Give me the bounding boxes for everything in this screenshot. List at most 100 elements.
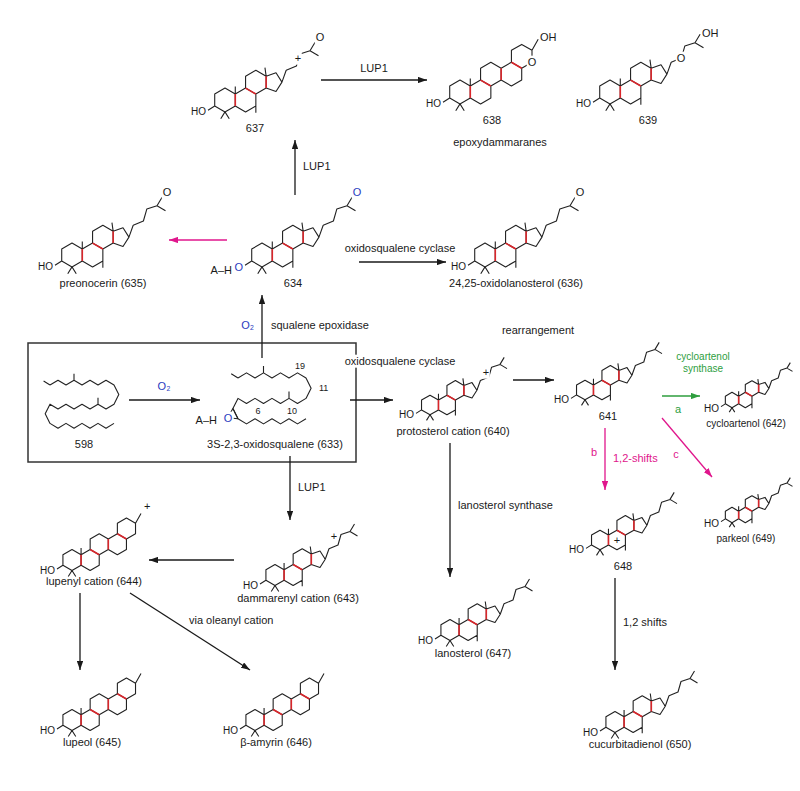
annotation-label: O₂ xyxy=(240,319,255,332)
compound-label: cucurbitadienol (650) xyxy=(589,738,692,751)
structure xyxy=(443,39,538,110)
structure xyxy=(57,514,141,577)
compound-node: 648 xyxy=(569,490,677,578)
annotation-label: + xyxy=(294,52,302,65)
annotation-label: + xyxy=(143,500,151,513)
reaction-arrow xyxy=(261,295,262,358)
reaction-arrow xyxy=(79,593,80,670)
enzyme-label: via oleanyl cation xyxy=(188,614,274,627)
reaction-arrow xyxy=(350,399,393,400)
annotation-label: OH xyxy=(539,31,558,44)
annotation-label: O xyxy=(352,186,363,199)
structure xyxy=(231,366,311,424)
structure xyxy=(721,478,793,527)
compound-label: β-amyrin (646) xyxy=(240,736,312,749)
reaction-arrow xyxy=(604,428,605,490)
enzyme-label: oxidosqualene cyclase xyxy=(344,355,457,368)
compound-label: protosterol cation (640) xyxy=(396,425,509,438)
annotation-label: + xyxy=(613,534,621,547)
enzyme-label: O₂ xyxy=(157,380,172,393)
compound-node: parkeol (649) xyxy=(700,477,792,549)
annotation-label: O xyxy=(575,186,586,199)
annotation-label: 10 xyxy=(286,406,298,416)
compound-node: 634 xyxy=(227,195,359,295)
annotation-label: O xyxy=(527,56,538,69)
reaction-arrow xyxy=(289,456,290,520)
reaction-arrow xyxy=(359,261,446,262)
structure xyxy=(571,342,662,405)
reaction-arrow xyxy=(614,578,615,670)
reaction-arrow xyxy=(449,443,450,577)
structure xyxy=(600,671,698,739)
compound-label: cycloartenol (642) xyxy=(706,418,785,430)
compound-node: 24,25-oxidolanosterol (636) xyxy=(446,195,586,295)
annotation-label: HO xyxy=(450,261,467,273)
annotation-label: a xyxy=(674,403,682,416)
annotation-label: A–H xyxy=(195,414,218,427)
compound-label: dammarenyl cation (643) xyxy=(237,592,359,605)
annotation-label: epoxydammaranes xyxy=(452,136,548,149)
annotation-label: O xyxy=(676,52,687,65)
compound-label: lanosterol (647) xyxy=(435,647,511,660)
annotation-label: HO xyxy=(39,725,56,737)
annotation-label: b xyxy=(590,446,598,459)
compound-node: 598 xyxy=(39,372,129,456)
compound-label: 641 xyxy=(599,410,617,423)
compound-label: parkeol (649) xyxy=(717,533,776,545)
compound-label: 648 xyxy=(614,560,632,573)
compound-node: lanosterol (647) xyxy=(418,577,528,665)
reaction-arrow xyxy=(169,239,227,240)
compound-node: 639 xyxy=(578,30,718,132)
compound-node: β-amyrin (646) xyxy=(221,670,331,754)
compound-label: 24,25-oxidolanosterol (636) xyxy=(449,277,583,290)
enzyme-label: oxidosqualene cyclase xyxy=(344,242,457,255)
enzyme-label: rearrangement xyxy=(501,324,575,337)
compound-node: protosterol cation (640) xyxy=(393,355,513,443)
compound-label: preonocerin (635) xyxy=(60,277,147,290)
compound-label: 3S-2,3-oxidosqualene (633) xyxy=(207,438,343,451)
reaction-arrow xyxy=(321,79,427,80)
annotation-label: 19 xyxy=(294,361,306,371)
annotation-label: HO xyxy=(553,395,570,407)
compound-node: dammarenyl cation (643) xyxy=(234,520,362,610)
compound-node: 641 xyxy=(554,340,662,428)
enzyme-label: LUP1 xyxy=(302,160,332,173)
annotation-label: HO xyxy=(575,98,592,110)
annotation-label: HO xyxy=(703,518,720,530)
annotation-label: HO xyxy=(417,635,434,647)
enzyme-label: LUP1 xyxy=(297,481,327,494)
annotation-label: + xyxy=(330,530,338,543)
annotation-label: HO xyxy=(39,565,56,577)
annotation-label: O xyxy=(315,31,326,44)
compound-label: lupeol (645) xyxy=(63,736,121,749)
compound-node: lupeol (645) xyxy=(37,670,147,754)
compound-node: preonocerin (635) xyxy=(37,195,169,295)
compound-node: 638 xyxy=(427,30,557,132)
annotation-label: O xyxy=(223,412,234,425)
annotation-label: O xyxy=(233,261,244,274)
structure xyxy=(593,34,704,111)
reaction-arrow xyxy=(662,395,700,396)
reaction-arrow xyxy=(294,140,295,195)
annotation-label: 11 xyxy=(318,383,329,393)
structure xyxy=(245,197,356,274)
reaction-arrow xyxy=(130,593,250,670)
annotation-label: HO xyxy=(190,106,207,118)
compound-label: 598 xyxy=(75,438,93,451)
annotation-label: OH xyxy=(701,27,720,40)
structure xyxy=(55,197,166,274)
compound-node: 3S-2,3-oxidosqualene (633) xyxy=(200,358,350,456)
structure xyxy=(57,674,141,737)
enzyme-label: 1,2-shifts xyxy=(612,452,659,465)
annotation-label: c xyxy=(672,448,680,461)
enzyme-label: squalene epoxidase xyxy=(270,319,370,332)
structure xyxy=(208,42,319,119)
annotation-label: HO xyxy=(222,725,239,737)
reaction-arrow xyxy=(662,418,712,477)
highlight-box xyxy=(28,343,356,462)
annotation-label: HO xyxy=(242,580,259,592)
enzyme-label: lanosterol synthase xyxy=(457,499,554,512)
enzyme-label: cycloartenol synthase xyxy=(666,351,740,374)
reaction-arrow xyxy=(149,559,234,560)
structure xyxy=(240,674,324,737)
